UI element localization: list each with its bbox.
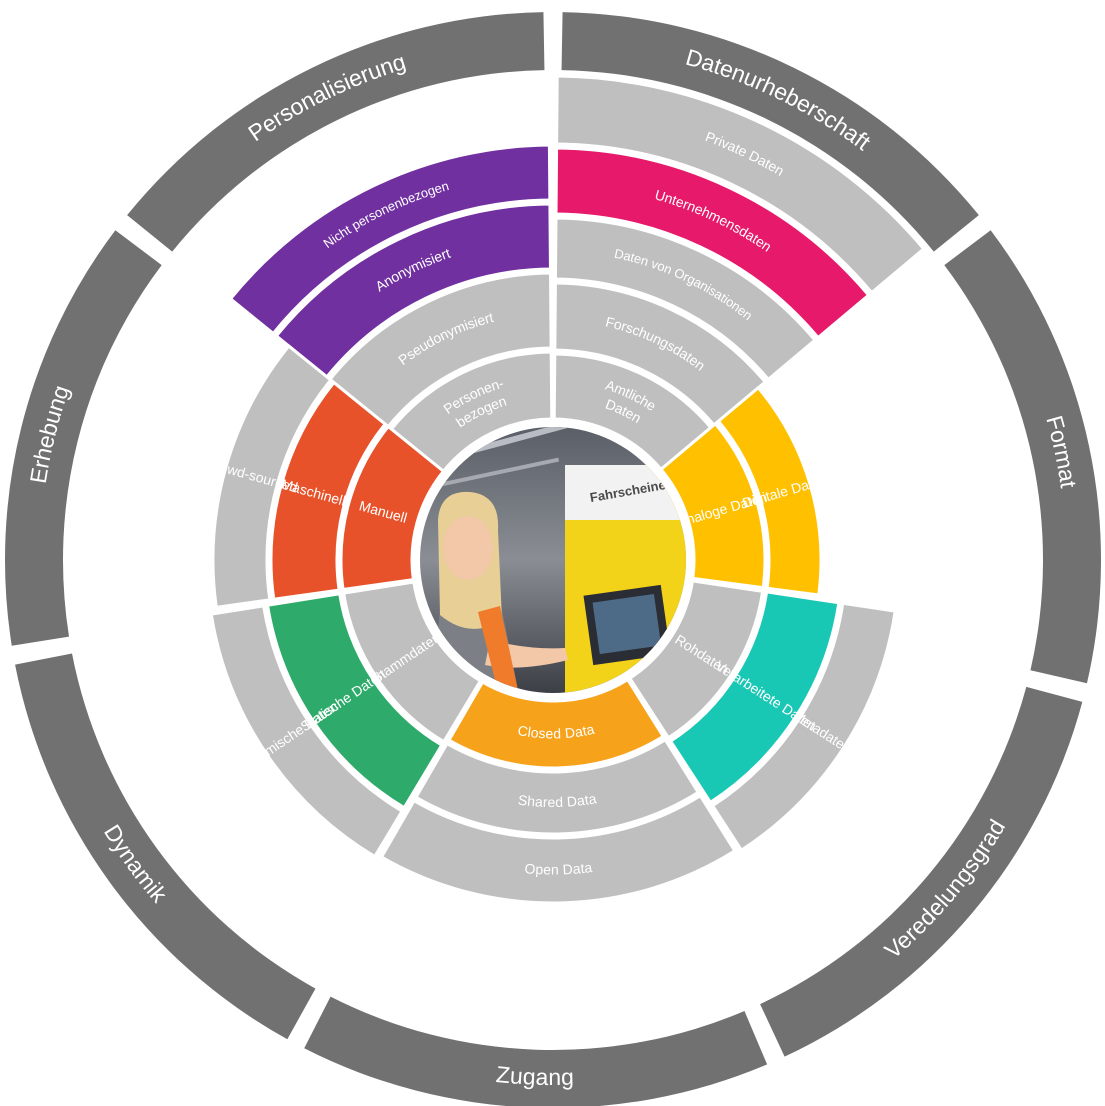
segment-dynamische-daten xyxy=(209,604,405,859)
segment-digitale-daten xyxy=(716,385,823,597)
segment-rohdaten xyxy=(627,579,765,740)
outer-ring xyxy=(4,12,1102,1106)
outer-segment-datenurheberschaft xyxy=(561,12,979,252)
segment-metadaten xyxy=(710,601,897,853)
segment-statische-daten xyxy=(265,592,444,810)
person-icon xyxy=(430,491,568,693)
segment-pseudonymisiert xyxy=(327,271,553,429)
outer-segment-zugang xyxy=(304,996,768,1106)
outer-segment-dynamik xyxy=(15,653,316,1040)
label-closed-data: Closed Data xyxy=(516,720,595,741)
outer-segment-veredelungsgrad xyxy=(760,686,1083,1057)
center-photo: Fahrscheine xyxy=(415,422,691,698)
segment-anonymisiert xyxy=(274,202,552,379)
segment-unternehmensdaten xyxy=(554,146,871,340)
segment-open-data xyxy=(379,793,737,905)
ticket-machine-icon: Fahrscheine xyxy=(565,465,686,693)
segment-stammdaten xyxy=(341,580,483,744)
segment-nicht-personenbezogen xyxy=(228,143,552,336)
inner-segments xyxy=(209,74,926,905)
outer-segment-format xyxy=(944,230,1102,684)
segment-private-daten xyxy=(555,74,926,295)
outer-segment-personalisierung xyxy=(127,12,545,252)
segment-daten-von-organisationen xyxy=(553,216,818,382)
segment-personen xyxy=(389,350,554,474)
segment-crowd-sourced xyxy=(211,343,333,610)
segment-maschinell xyxy=(269,380,388,601)
label-shared-data: Shared Data xyxy=(517,790,598,810)
label-open-data: Open Data xyxy=(524,859,593,877)
segment-shared-data xyxy=(413,737,701,836)
segment-verarbeitete-daten xyxy=(668,590,841,805)
segment-analoge-daten xyxy=(658,421,767,590)
outer-segment-erhebung xyxy=(4,230,162,646)
outer-label-zugang: Zugang xyxy=(495,1061,574,1090)
segment-closed-data xyxy=(446,677,666,770)
segment-forschungsdaten xyxy=(553,281,768,428)
segment-manuell xyxy=(339,424,446,592)
